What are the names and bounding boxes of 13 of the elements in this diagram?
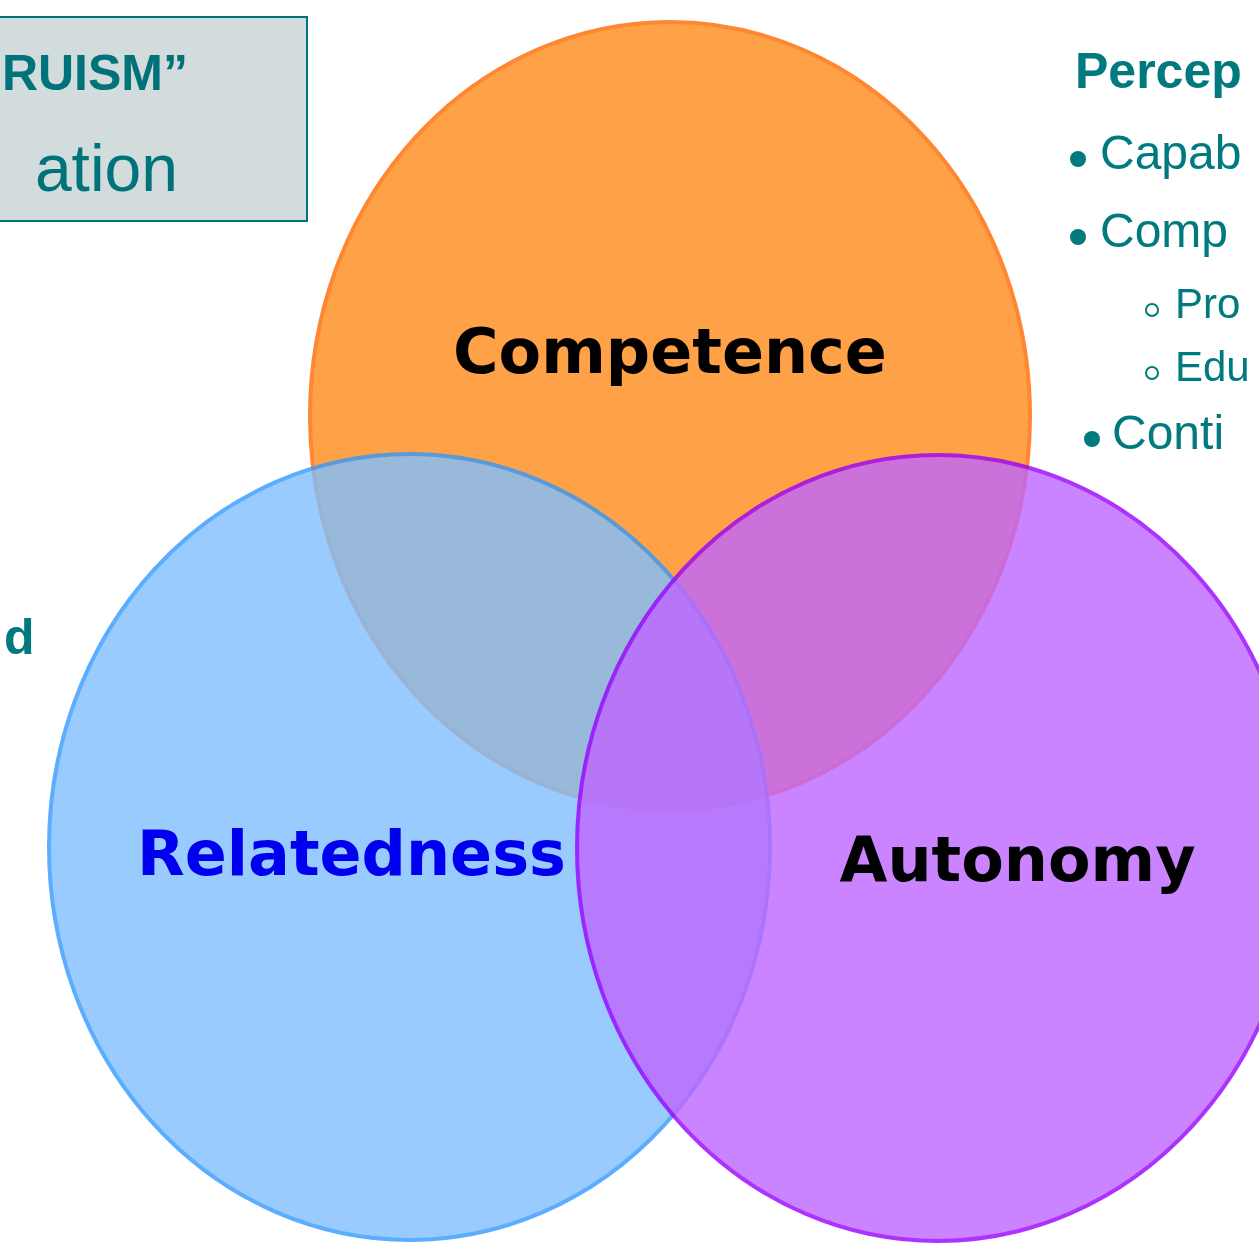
list-item-text: Pro <box>1175 280 1241 328</box>
list-item-text: Conti <box>1112 405 1225 460</box>
set-label: Relatedness <box>137 817 566 890</box>
set-label: Autonomy <box>839 823 1196 896</box>
list-item-text: Comp <box>1100 203 1229 258</box>
title-box <box>0 16 308 222</box>
subtitle-text: ation <box>34 130 178 206</box>
set-label: Competence <box>453 315 887 388</box>
list-item-text: Capab <box>1100 125 1242 180</box>
title-text: RUISM” <box>1 44 188 102</box>
heading-text: d <box>4 608 35 666</box>
list-item-text: Edu <box>1175 343 1250 391</box>
heading-text: Percep <box>1075 42 1242 100</box>
